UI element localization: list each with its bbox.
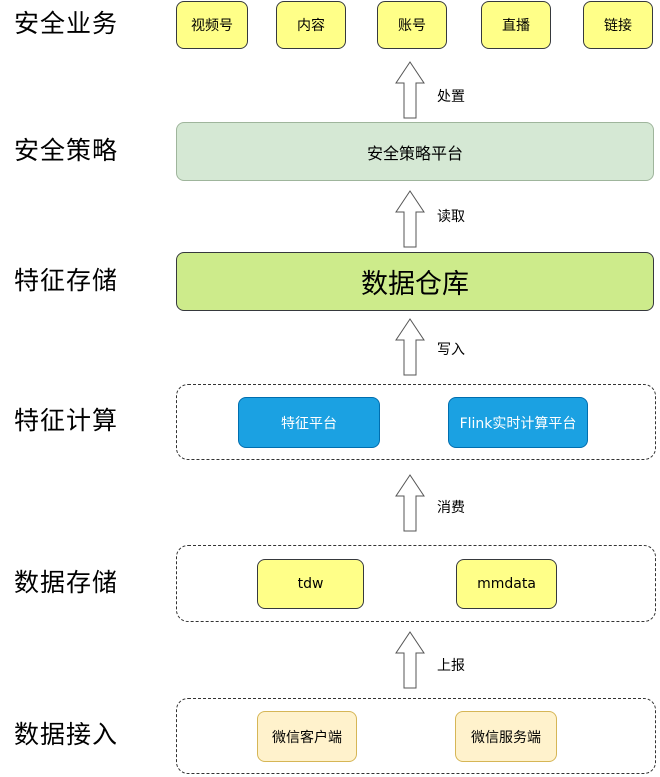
layer-label-feature-store: 特征存储 [14, 266, 119, 295]
data-warehouse-box[interactable]: 数据仓库 [176, 252, 654, 311]
tdw-box[interactable]: tdw [257, 559, 364, 609]
arrow-up-icon [395, 474, 425, 532]
flink-platform-box[interactable]: Flink实时计算平台 [448, 397, 588, 448]
wechat-client-box[interactable]: 微信客户端 [257, 711, 357, 762]
layer-label-data-store: 数据存储 [14, 568, 119, 597]
business-item-video[interactable]: 视频号 [176, 1, 248, 49]
feature-platform-box[interactable]: 特征平台 [238, 397, 380, 448]
business-item-content[interactable]: 内容 [276, 1, 346, 49]
data-store-frame [176, 545, 656, 622]
wechat-server-box[interactable]: 微信服务端 [455, 711, 557, 762]
business-item-link[interactable]: 链接 [583, 1, 653, 49]
arrow-up-icon [395, 190, 425, 248]
business-item-live[interactable]: 直播 [481, 1, 551, 49]
data-ingest-frame [176, 698, 656, 774]
arrow-label-write: 写入 [437, 342, 465, 358]
arrow-label-consume: 消费 [437, 500, 465, 516]
arrow-up-icon [395, 318, 425, 376]
layer-label-strategy: 安全策略 [14, 136, 119, 165]
layer-label-business: 安全业务 [14, 9, 119, 38]
feature-compute-frame [176, 384, 656, 460]
mmdata-box[interactable]: mmdata [456, 559, 557, 609]
layer-label-data-ingest: 数据接入 [14, 720, 119, 749]
arrow-label-read: 读取 [437, 209, 465, 225]
arrow-up-icon [395, 61, 425, 119]
layer-label-feature-compute: 特征计算 [14, 406, 119, 435]
business-item-account[interactable]: 账号 [377, 1, 447, 49]
strategy-platform-box[interactable]: 安全策略平台 [176, 122, 654, 181]
arrow-label-report: 上报 [437, 658, 465, 674]
arrow-up-icon [395, 631, 425, 689]
arrow-label-dispose: 处置 [437, 89, 465, 105]
